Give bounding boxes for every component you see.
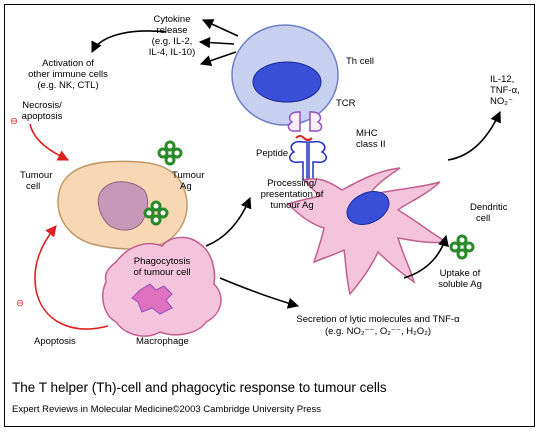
tcr-receptor: [287, 111, 323, 132]
arrows: [91, 19, 501, 309]
uptake-line-1: Uptake of: [440, 268, 481, 279]
il12-line-2: TNF-α,: [490, 85, 520, 96]
secretion-label: Secretion of lytic molecules and TNF-α (…: [296, 314, 460, 337]
peptide: [295, 135, 313, 141]
antigen-2: [143, 200, 169, 226]
tumour-ag-line-2: Ag: [180, 181, 192, 192]
dendritic-line-1: Dendritic: [470, 202, 508, 213]
dendritic-cell-label: Dendritic cell: [470, 202, 508, 224]
il12-line-3: NO₂⁻: [490, 96, 513, 107]
activation-line-2: other immune cells: [28, 69, 108, 80]
tumour-cell-nucleus: [97, 181, 149, 231]
figure-caption: The T helper (Th)-cell and phagocytic re…: [12, 380, 387, 395]
tumour-cell-line-2: cell: [26, 181, 40, 192]
antigen-3: [449, 234, 475, 260]
th-cell-label: Th cell: [346, 56, 374, 67]
tumour-cell-label: Tumour cell: [20, 170, 52, 192]
arrow-secretion: [219, 277, 300, 309]
activation-label: Activation of other immune cells (e.g. N…: [28, 58, 108, 91]
tumour-cell: [57, 160, 188, 250]
th-cell-nucleus: [252, 61, 322, 103]
cytokine-line-1: Cytokine: [154, 14, 191, 25]
cytokine-label: Cytokine release (e.g. IL-2, IL-4, IL-10…: [149, 14, 195, 58]
mhc-class-ii: [288, 140, 328, 181]
cytokine-line-4: IL-4, IL-10): [149, 47, 195, 58]
arrow-activation: [91, 30, 167, 54]
th-cell: [231, 24, 339, 126]
processing-label: Processing/ presentation of tumour Ag: [261, 178, 324, 211]
apoptosis-label: Apoptosis: [34, 336, 76, 347]
peptide-label: Peptide: [256, 148, 288, 159]
processing-line-1: Processing/: [267, 178, 317, 189]
necrosis-label: Necrosis/ apoptosis: [22, 100, 63, 122]
processing-line-2: presentation of: [261, 189, 324, 200]
arrow-uptake: [403, 234, 449, 279]
uptake-line-2: soluble Ag: [438, 279, 482, 290]
mhc-line-1: MHC: [356, 128, 378, 139]
activation-line-3: (e.g. NK, CTL): [37, 80, 98, 91]
arrow-cytokine-3: [199, 51, 237, 67]
necrosis-line-2: apoptosis: [22, 111, 63, 122]
arrow-processing: [205, 196, 252, 247]
uptake-label: Uptake of soluble Ag: [438, 268, 482, 290]
arrow-necrosis: [29, 123, 70, 161]
phagocytosis-line-1: Phagocytosis: [134, 256, 191, 267]
secretion-line-1: Secretion of lytic molecules and TNF-α: [296, 314, 460, 325]
antigen-1: [157, 140, 183, 166]
dendritic-cell: [286, 167, 449, 296]
macrophage-label: Macrophage: [136, 336, 189, 347]
mhc-line-2: class II: [356, 139, 386, 150]
arrow-apoptosis: [34, 225, 109, 330]
activation-line-1: Activation of: [42, 58, 94, 69]
il12-line-1: IL-12,: [490, 74, 514, 85]
arrow-cytokine-1: [201, 19, 239, 37]
tumour-ag-label: Tumour Ag: [172, 170, 204, 192]
necrosis-line-1: Necrosis/: [22, 100, 62, 111]
figure-credit: Expert Reviews in Molecular Medicine©200…: [12, 404, 322, 415]
arrow-il12: [447, 110, 501, 161]
macrophage-vacuole: [131, 283, 173, 315]
dendritic-cell-body: [286, 167, 449, 296]
phagocytosis-label: Phagocytosis of tumour cell: [133, 256, 190, 278]
secretion-line-2: (e.g. NO₂⁻⁻, O₂⁻⁻, H₂O₂): [325, 326, 431, 337]
processing-line-3: tumour Ag: [270, 200, 313, 211]
tumour-cell-line-1: Tumour: [20, 170, 52, 181]
dendritic-cell-nucleus: [346, 191, 390, 225]
red-arrows: [29, 123, 109, 330]
cytokine-line-3: (e.g. IL-2,: [152, 36, 193, 47]
tcr-label: TCR: [336, 98, 356, 109]
arrow-cytokine-2: [198, 37, 235, 49]
macrophage: [102, 236, 222, 337]
inhibit-symbol-2: ⊖: [16, 298, 24, 309]
il12-label: IL-12, TNF-α, NO₂⁻: [490, 74, 520, 107]
inhibit-symbol-1: ⊖: [10, 116, 18, 127]
tumour-ag-line-1: Tumour: [172, 170, 204, 181]
dendritic-line-2: cell: [476, 213, 490, 224]
phagocytosis-line-2: of tumour cell: [133, 267, 190, 278]
cytokine-line-2: release: [156, 25, 187, 36]
mhc-label: MHC class II: [356, 128, 386, 150]
